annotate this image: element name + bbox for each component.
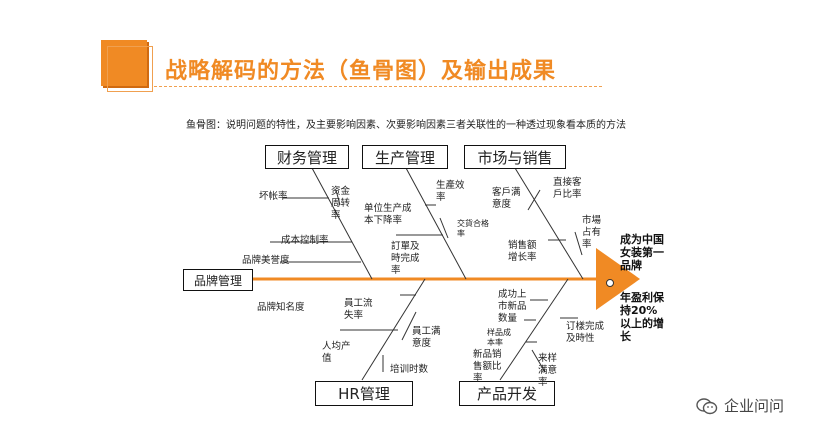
cause-label: 培训时数 bbox=[390, 364, 429, 375]
category-market-box: 市场与销售 bbox=[464, 145, 566, 169]
cause-label: 客戶满 意度 bbox=[492, 187, 521, 210]
cause-label: 人均产 值 bbox=[322, 341, 351, 364]
watermark: 企业问问 bbox=[696, 395, 784, 416]
cause-label: 品牌知名度 bbox=[257, 302, 305, 313]
cause-label: 市場 占有 率 bbox=[582, 215, 602, 250]
sub-bone bbox=[335, 189, 341, 206]
cause-label: 销售额 增长率 bbox=[508, 240, 537, 263]
cause-label: 订樣完成 及時性 bbox=[566, 321, 605, 344]
category-product-box: 产品开发 bbox=[459, 381, 555, 406]
cause-label: 来样 满意 率 bbox=[538, 353, 558, 388]
bone-product bbox=[499, 278, 569, 381]
bone-production bbox=[405, 167, 467, 280]
cause-label: 員工满 意度 bbox=[412, 326, 441, 349]
cause-label: 资金 周转 率 bbox=[331, 186, 351, 221]
page-title: 战略解码的方法（鱼骨图）及输出成果 bbox=[165, 59, 557, 84]
cause-label: 成功上 市新品 数量 bbox=[498, 289, 527, 324]
title-divider bbox=[154, 86, 602, 87]
sub-bone bbox=[574, 231, 583, 256]
category-production-box: 生产管理 bbox=[362, 145, 448, 169]
fish-eye bbox=[606, 279, 614, 287]
cause-label: 坏帐率 bbox=[259, 191, 288, 202]
cause-label: 員工流 失率 bbox=[344, 298, 373, 321]
cause-label: 单位生产成 本下降率 bbox=[364, 203, 412, 226]
diagram-description: 鱼骨图：说明问题的特性，及主要影响因素、次要影响因素三者关联性的一种透过现象看本… bbox=[186, 120, 626, 131]
category-hr-box: HR管理 bbox=[315, 381, 413, 406]
sub-bone bbox=[401, 311, 417, 341]
cause-label: 直接客 戶比率 bbox=[553, 177, 582, 200]
sub-bone bbox=[527, 189, 541, 211]
bone-market bbox=[514, 167, 584, 280]
header-square-outline bbox=[107, 46, 153, 92]
wechat-icon bbox=[696, 397, 718, 414]
category-finance-box: 财务管理 bbox=[265, 145, 349, 169]
cause-label: 交貨合格 率 bbox=[457, 219, 489, 238]
fish-head bbox=[596, 248, 640, 310]
goal-profit: 年盈利保 持20% 以上的增 长 bbox=[620, 291, 664, 343]
cause-label: 成本控制率 bbox=[281, 235, 329, 246]
cause-label: 新品销 售额比 率 bbox=[473, 349, 502, 384]
watermark-text: 企业问问 bbox=[724, 397, 785, 415]
cause-label: 样品成 本率 bbox=[487, 328, 511, 347]
bone-finance bbox=[311, 167, 373, 280]
problem-box: 品牌管理 bbox=[183, 269, 253, 291]
header-orange-square bbox=[101, 40, 147, 86]
goal-brand: 成为中国 女装第一 品牌 bbox=[620, 233, 664, 272]
cause-label: 生產效 率 bbox=[436, 180, 465, 203]
cause-label: 品牌美誉度 bbox=[242, 255, 290, 266]
sub-bone bbox=[531, 349, 546, 373]
sub-bone bbox=[439, 217, 449, 239]
cause-label: 訂單及 時完成 率 bbox=[391, 241, 420, 276]
